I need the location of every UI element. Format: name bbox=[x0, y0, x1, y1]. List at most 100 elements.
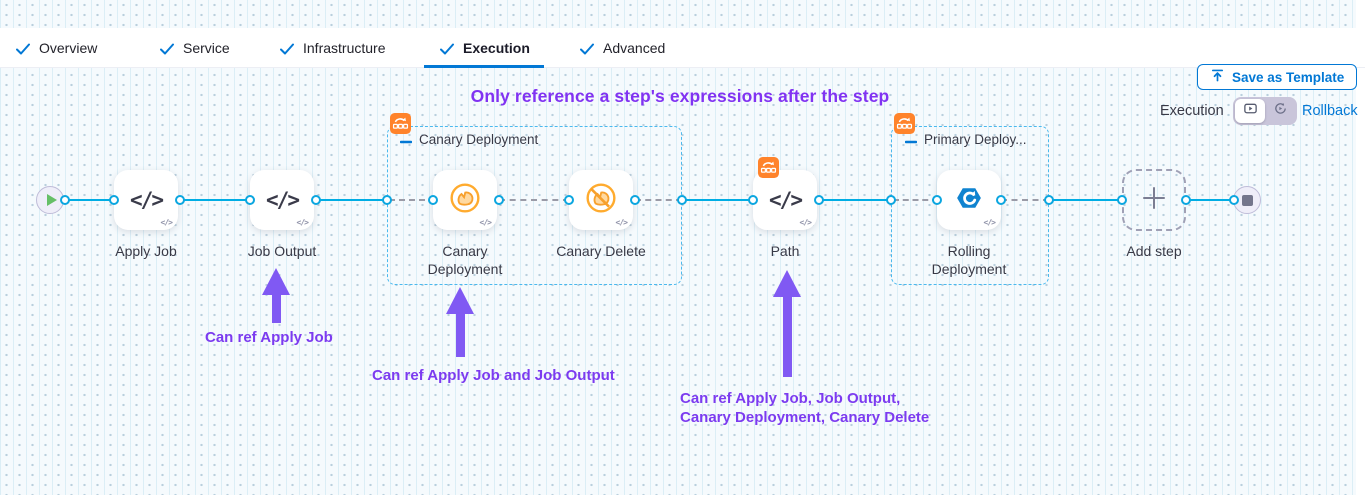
connector-dot[interactable] bbox=[494, 195, 504, 205]
stage-tabbar: Overview Service Infrastructure Executio… bbox=[0, 28, 1365, 90]
connector-dot[interactable] bbox=[1229, 195, 1239, 205]
annotation-arrow-icon bbox=[446, 287, 474, 357]
add-step-button[interactable] bbox=[1122, 169, 1186, 231]
rollback-view-button[interactable] bbox=[1265, 99, 1295, 123]
rolling-deployment-icon bbox=[954, 183, 984, 218]
step-job-output[interactable]: </> </> bbox=[250, 170, 314, 230]
group-primary-deployment[interactable] bbox=[891, 126, 1049, 285]
execution-mode-label: Execution bbox=[1160, 103, 1224, 119]
canary-delete-icon bbox=[585, 182, 617, 219]
upload-icon bbox=[1210, 68, 1225, 86]
connector-dot[interactable] bbox=[109, 195, 119, 205]
annotation-arrow-icon bbox=[262, 268, 290, 323]
step-rolling-deployment[interactable]: </> bbox=[937, 170, 1001, 230]
step-label-apply-job: Apply Job bbox=[115, 243, 177, 259]
connector-dot[interactable] bbox=[677, 195, 687, 205]
canvas-heading: Only reference a step's expressions afte… bbox=[470, 86, 890, 106]
connector-dot[interactable] bbox=[382, 195, 392, 205]
plus-icon bbox=[1141, 185, 1167, 216]
code-step-icon: </> bbox=[266, 188, 300, 212]
step-path[interactable]: </> </> bbox=[753, 170, 817, 230]
code-mini-icon: </> bbox=[615, 218, 628, 227]
tab-label: Execution bbox=[463, 39, 530, 56]
collapse-icon[interactable] bbox=[904, 132, 918, 147]
execution-view-button[interactable] bbox=[1235, 99, 1265, 123]
rollback-link[interactable]: Rollback bbox=[1302, 103, 1358, 119]
step-label-canary-deployment: Canary Deployment bbox=[427, 243, 503, 277]
connector-dot[interactable] bbox=[996, 195, 1006, 205]
tab-overview[interactable]: Overview bbox=[16, 28, 97, 67]
collapse-icon[interactable] bbox=[399, 132, 413, 147]
connector-dashed bbox=[499, 199, 569, 201]
connector-dot[interactable] bbox=[932, 195, 942, 205]
execution-rollback-toggle[interactable] bbox=[1233, 97, 1297, 125]
connector-dot[interactable] bbox=[1181, 195, 1191, 205]
connector bbox=[180, 199, 252, 201]
step-label-canary-delete: Canary Delete bbox=[556, 243, 646, 259]
group-label: Canary Deployment bbox=[419, 132, 539, 147]
connector-dot[interactable] bbox=[1117, 195, 1127, 205]
connector-dot[interactable] bbox=[630, 195, 640, 205]
connector-dot[interactable] bbox=[1044, 195, 1054, 205]
annotation-ref-all: Can ref Apply Job, Job Output, Canary De… bbox=[680, 389, 929, 427]
step-canary-delete[interactable]: </> bbox=[569, 170, 633, 230]
code-step-icon: </> bbox=[130, 188, 164, 212]
stop-icon bbox=[1241, 194, 1253, 206]
connector-dot[interactable] bbox=[428, 195, 438, 205]
connector-dot[interactable] bbox=[886, 195, 896, 205]
code-mini-icon: </> bbox=[479, 218, 492, 227]
step-label-add-step: Add step bbox=[1126, 243, 1182, 259]
connector-dot[interactable] bbox=[748, 195, 758, 205]
step-label-path: Path bbox=[770, 243, 800, 259]
connector bbox=[1051, 199, 1122, 201]
tab-service[interactable]: Service bbox=[160, 28, 230, 67]
code-step-icon: </> bbox=[769, 188, 803, 212]
annotation-ref-apply-job-output: Can ref Apply Job and Job Output bbox=[372, 367, 615, 384]
connector-dot[interactable] bbox=[814, 195, 824, 205]
check-icon bbox=[580, 42, 594, 54]
connector bbox=[684, 199, 753, 201]
step-apply-job[interactable]: </> </> bbox=[114, 170, 178, 230]
connector-dashed bbox=[635, 199, 682, 201]
code-mini-icon: </> bbox=[983, 218, 996, 227]
pipeline-start-node[interactable] bbox=[36, 186, 64, 214]
canvas-right-gutter bbox=[1356, 0, 1365, 495]
save-as-template-label: Save as Template bbox=[1232, 69, 1345, 85]
check-icon bbox=[440, 42, 454, 54]
connector-dashed bbox=[893, 199, 938, 201]
connector bbox=[316, 199, 387, 201]
group-header-primary-deployment[interactable]: Primary Deploy... bbox=[904, 132, 1027, 147]
group-header-canary-deployment[interactable]: Canary Deployment bbox=[399, 132, 539, 147]
connector-dashed bbox=[1001, 199, 1049, 201]
annotation-ref-all-line2: Canary Deployment, Canary Delete bbox=[680, 409, 930, 426]
connector-dot[interactable] bbox=[60, 195, 70, 205]
check-icon bbox=[16, 42, 30, 54]
connector-dot[interactable] bbox=[564, 195, 574, 205]
connector bbox=[1186, 199, 1234, 201]
annotation-ref-all-line1: Can ref Apply Job, Job Output, bbox=[680, 390, 901, 407]
connector-dot[interactable] bbox=[245, 195, 255, 205]
code-mini-icon: </> bbox=[296, 218, 309, 227]
rollback-steps-badge-icon bbox=[758, 157, 779, 178]
annotation-ref-apply-job: Can ref Apply Job bbox=[205, 329, 333, 346]
connector-dot[interactable] bbox=[311, 195, 321, 205]
step-label-rolling-deployment: Rolling Deployment bbox=[931, 243, 1007, 277]
tab-infrastructure[interactable]: Infrastructure bbox=[280, 28, 385, 67]
step-canary-deployment[interactable]: </> bbox=[433, 170, 497, 230]
connector bbox=[819, 199, 891, 201]
save-as-template-button[interactable]: Save as Template bbox=[1197, 64, 1358, 90]
group-canary-deployment[interactable] bbox=[387, 126, 682, 285]
tab-label: Service bbox=[183, 39, 230, 56]
annotation-arrow-icon bbox=[773, 270, 801, 377]
group-label: Primary Deploy... bbox=[924, 132, 1027, 147]
tab-label: Infrastructure bbox=[303, 39, 386, 56]
tab-advanced[interactable]: Advanced bbox=[580, 28, 665, 67]
execution-view-icon bbox=[1243, 101, 1258, 121]
connector-dot[interactable] bbox=[175, 195, 185, 205]
pipeline-end-node[interactable] bbox=[1233, 186, 1261, 214]
rollback-steps-badge-icon bbox=[894, 113, 915, 134]
connector-dashed bbox=[389, 199, 435, 201]
rollback-view-icon bbox=[1273, 101, 1288, 121]
tab-execution[interactable]: Execution bbox=[440, 28, 530, 67]
